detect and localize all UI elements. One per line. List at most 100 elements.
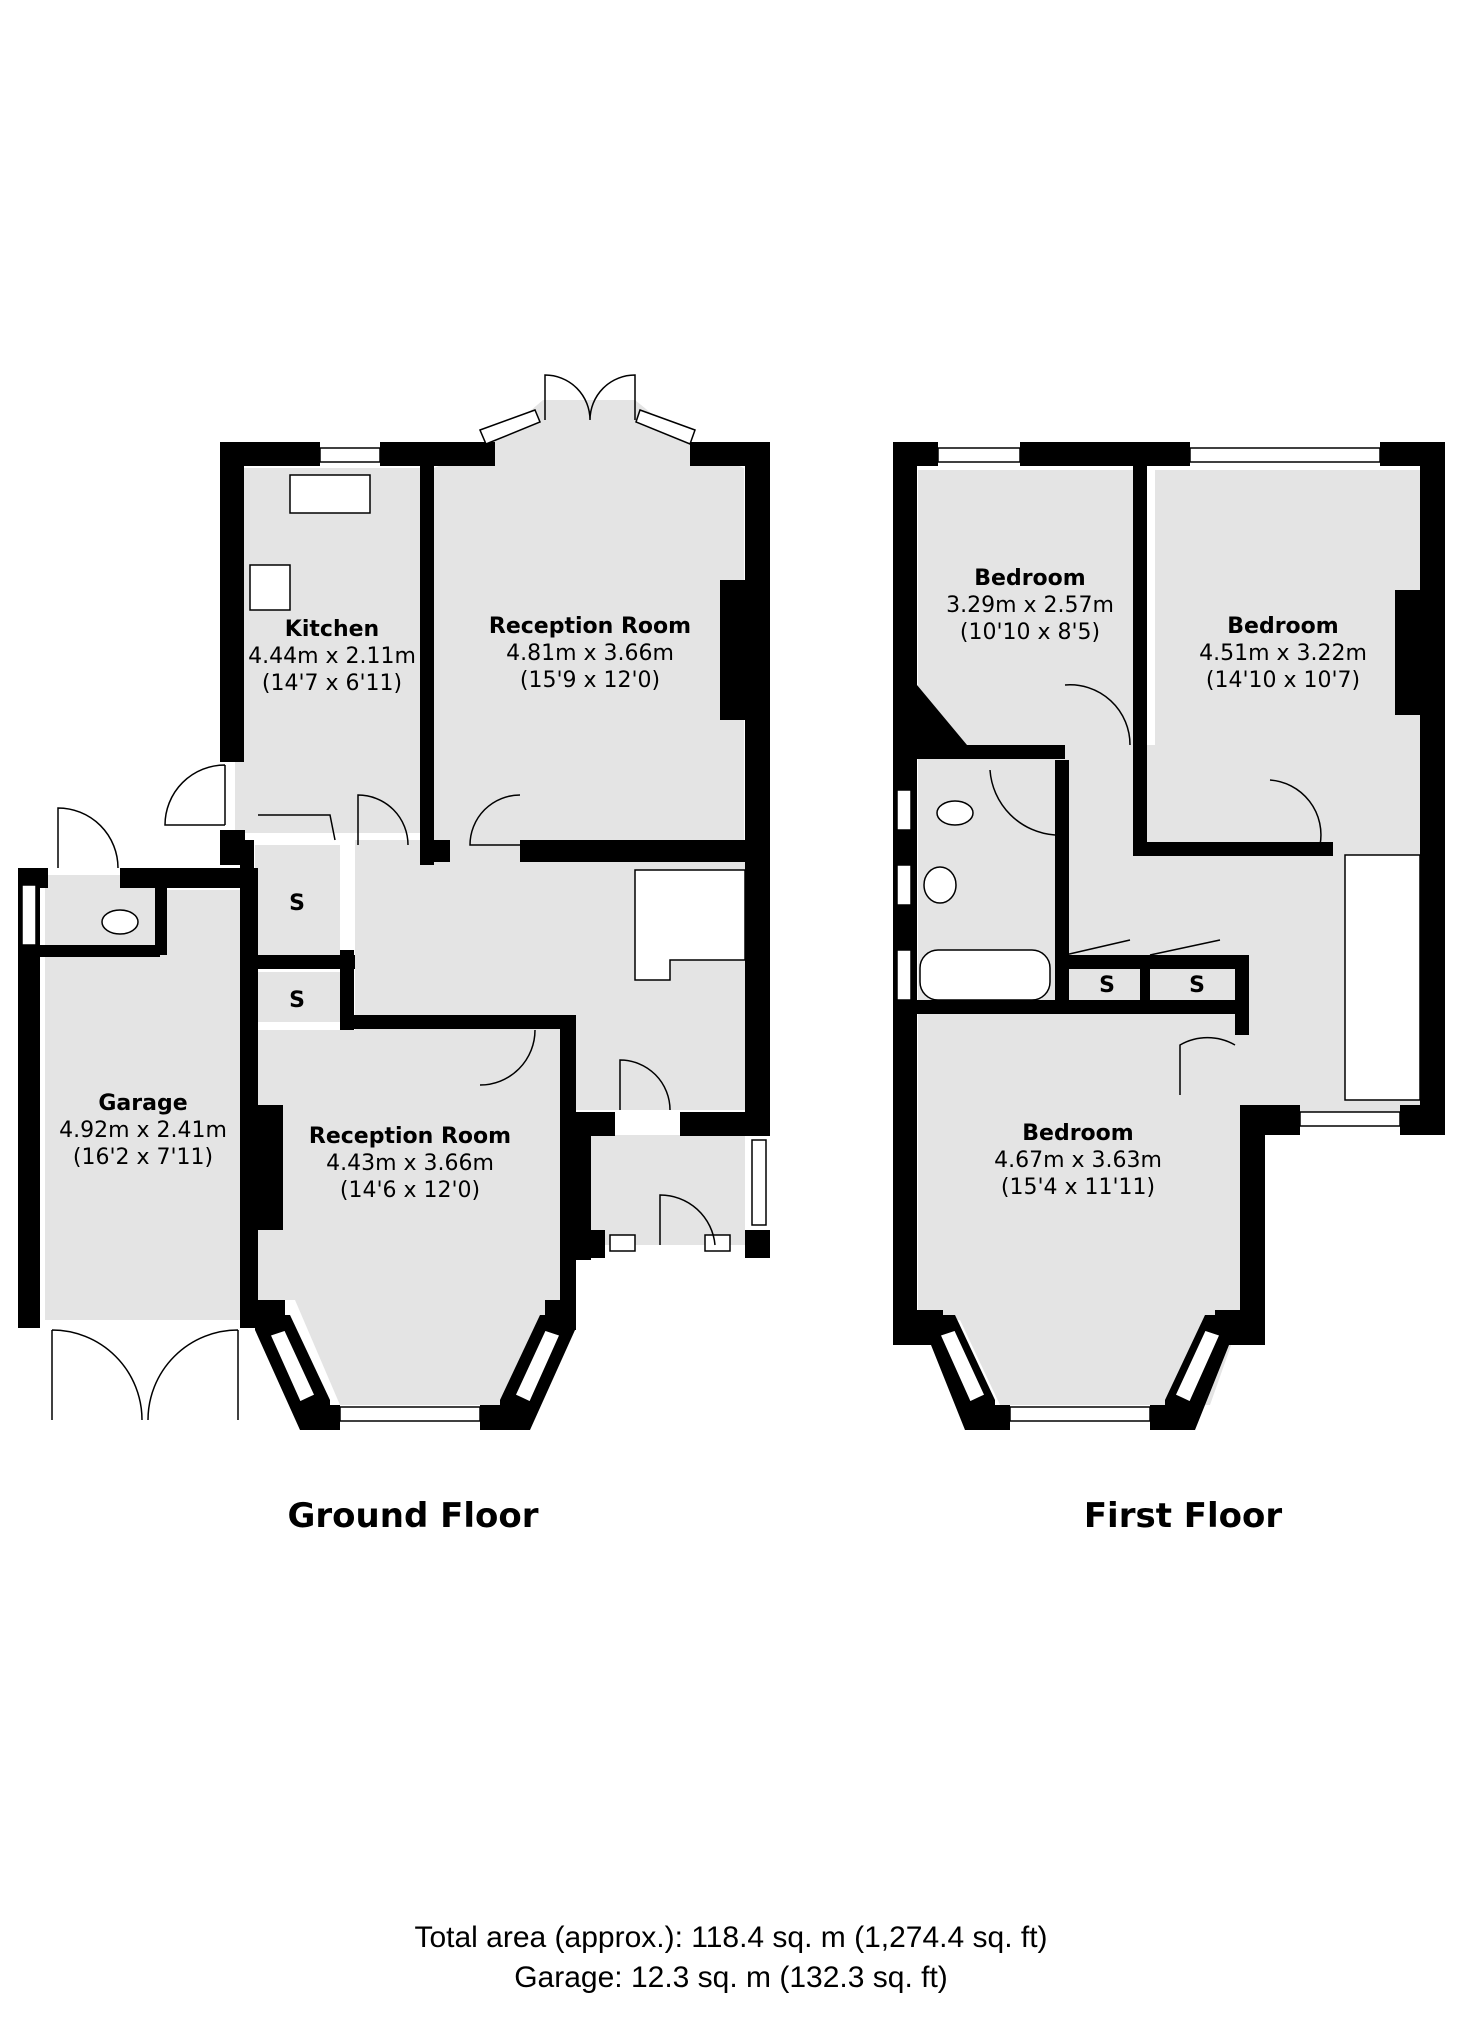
room-name: Bedroom [1227, 614, 1338, 639]
wall [420, 840, 450, 862]
window [751, 1139, 767, 1226]
room-dimensions-metric: 4.44m x 2.11m [248, 644, 416, 669]
wall [480, 1405, 520, 1430]
door [258, 814, 336, 841]
porch-floor [580, 1135, 745, 1245]
door [1269, 779, 1322, 846]
wall [155, 880, 167, 955]
window [609, 1234, 636, 1252]
wall [1133, 465, 1147, 855]
wall [970, 1405, 1010, 1430]
wall [1055, 760, 1069, 1010]
wall [220, 442, 244, 762]
garage-area: Garage: 12.3 sq. m (132.3 sq. ft) [514, 1961, 948, 1994]
wall [520, 840, 750, 862]
window [635, 409, 696, 445]
area-summary: Total area (approx.): 118.4 sq. m (1,274… [414, 1921, 1047, 1994]
kitchen-floor [235, 468, 420, 833]
wc-floor [45, 875, 160, 955]
room-name: Bedroom [974, 566, 1085, 591]
wall [120, 868, 255, 888]
wall [240, 955, 355, 969]
wall [300, 1405, 340, 1430]
store-label: S [289, 988, 305, 1013]
window [938, 1329, 986, 1404]
bath-icon [919, 949, 1051, 1001]
window [937, 447, 1021, 463]
room-dimensions-metric: 4.43m x 3.66m [326, 1151, 494, 1176]
store-label: S [1189, 973, 1205, 998]
window [478, 409, 541, 445]
wall [1420, 442, 1445, 1132]
wall [575, 1230, 605, 1258]
door [619, 1059, 671, 1111]
store-label: S [289, 891, 305, 916]
window [1009, 1406, 1151, 1422]
store-floor-1 [255, 845, 340, 955]
wall [240, 868, 258, 1328]
hob-icon [249, 564, 291, 611]
window [21, 884, 37, 946]
room-dimensions-imperial: (10'10 x 8'5) [960, 620, 1100, 645]
room-dimensions-imperial: (15'4 x 11'11) [1001, 1175, 1155, 1200]
wall [1060, 1000, 1245, 1014]
window [514, 1329, 562, 1404]
wall [1400, 1105, 1445, 1135]
reception-room-front-floor [255, 1030, 565, 1405]
wall [40, 945, 160, 957]
window [1299, 1111, 1401, 1127]
wall [917, 685, 967, 745]
wall [915, 1000, 1065, 1014]
room-name: Reception Room [309, 1124, 511, 1149]
wall [560, 1015, 576, 1330]
ground-floor-plan [18, 374, 770, 1430]
wall [255, 1105, 283, 1230]
wall [1020, 442, 1190, 466]
wall [575, 1120, 591, 1260]
room-dimensions-imperial: (14'7 x 6'11) [262, 671, 402, 696]
french-doors [544, 374, 636, 421]
sink-icon [289, 474, 371, 514]
reception-room-rear-floor [434, 400, 744, 840]
door [357, 794, 409, 846]
floor-title: Ground Floor [288, 1496, 539, 1536]
room-dimensions-imperial: (15'9 x 12'0) [520, 668, 660, 693]
door [479, 1029, 536, 1086]
staircase-icon [634, 869, 746, 981]
door [1179, 1036, 1236, 1095]
room-dimensions-metric: 4.92m x 2.41m [59, 1118, 227, 1143]
wall [1235, 955, 1249, 1035]
window [896, 949, 912, 1001]
bedroom-3-floor [918, 1020, 1240, 1405]
window [896, 789, 912, 831]
room-dimensions-metric: 4.67m x 3.63m [994, 1148, 1162, 1173]
window [339, 1406, 481, 1422]
wall [745, 442, 770, 1122]
wall [1140, 955, 1150, 1010]
first-floor-plan [893, 442, 1445, 1430]
wall [1395, 590, 1425, 715]
door [659, 1194, 716, 1246]
wall [220, 830, 245, 865]
first-floor-labels: Bedroom 3.29m x 2.57m (10'10 x 8'5) Bedr… [946, 566, 1367, 1536]
wall [1240, 1105, 1265, 1345]
wall [1240, 1105, 1300, 1135]
window [1189, 447, 1381, 463]
door [1064, 684, 1131, 746]
staircase-icon [1344, 854, 1421, 1101]
basin-icon [923, 866, 957, 904]
door [164, 764, 226, 826]
toilet-icon [101, 909, 139, 935]
wall [18, 868, 40, 1328]
wall [745, 1230, 770, 1258]
wall [1133, 842, 1333, 856]
floor-title: First Floor [1084, 1496, 1283, 1536]
wall [340, 1015, 570, 1029]
window [319, 447, 381, 463]
room-dimensions-imperial: (14'6 x 12'0) [340, 1178, 480, 1203]
wall [720, 580, 750, 720]
wall [1150, 1405, 1190, 1430]
garage-doors [51, 1329, 239, 1421]
room-name: Bedroom [1022, 1121, 1133, 1146]
window [268, 1329, 316, 1404]
